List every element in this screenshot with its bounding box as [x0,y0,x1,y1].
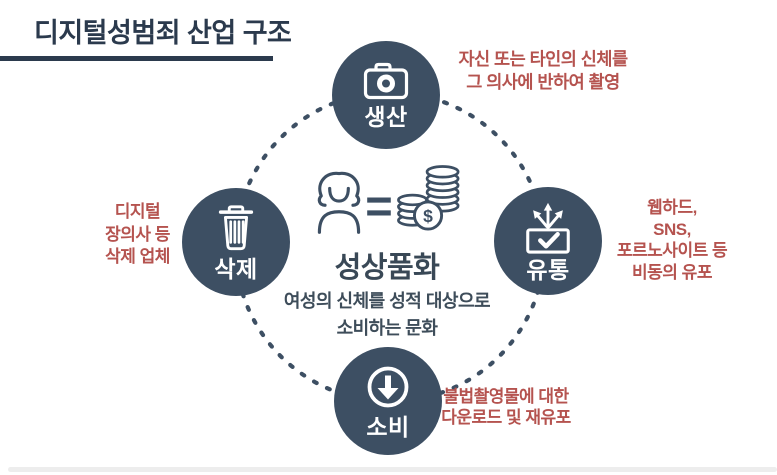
consumption-annotation-line1: 불법촬영물에 대한 [443,387,569,406]
consumption-annotation-line2: 다운로드 및 재유포 [441,407,571,427]
share-arrows-box-icon [519,200,577,254]
equals-sign: = [365,179,393,232]
deletion-annotation-line3: 삭제 업체 [105,247,170,266]
node-distribution-label: 유통 [526,257,570,283]
woman-icon [309,167,369,241]
distribution-annotation-line1: 웹하드, [647,198,697,217]
production-annotation: 자신 또는 타인의 신체를 그 의사에 반하여 촬영 [418,48,668,94]
distribution-annotation-line3: 포르노사이트 등 [616,241,728,260]
center-description-line1: 여성의 신체를 성적 대상으로 [283,291,491,311]
camera-icon [363,61,409,101]
node-distribution: 유통 [494,187,602,295]
title-underline [0,56,273,61]
dollar-symbol: $ [423,206,433,226]
production-annotation-line1: 자신 또는 타인의 신체를 [458,49,628,69]
node-consumption-label: 소비 [366,414,410,440]
center-description-line2: 소비하는 문화 [336,318,438,338]
node-production: 생산 [332,41,440,149]
bottom-divider-bar [8,467,777,472]
deletion-annotation: 디지털 장의사 등 삭제 업체 [60,201,215,269]
distribution-annotation-line4: 비동의 유포 [632,262,712,282]
production-annotation-line2: 그 의사에 반하여 촬영 [466,72,620,92]
node-deletion: 삭제 [182,188,290,296]
deletion-annotation-line1: 디지털 [114,202,161,221]
center-heading: 성상품화 [334,252,440,284]
page-title: 디지털성범죄 산업 구조 [34,18,292,48]
node-deletion-label: 삭제 [214,256,258,282]
deletion-annotation-line2: 장의사 등 [105,224,170,244]
distribution-annotation: 웹하드, SNS, 포르노사이트 등 비동의 유포 [582,197,762,283]
consumption-annotation: 불법촬영물에 대한 다운로드 및 재유포 [406,387,606,428]
distribution-annotation-line2: SNS, [653,219,691,239]
node-consumption: 소비 [334,347,442,455]
download-circle-icon [364,363,412,411]
trash-icon [214,203,258,253]
coin-stack-dollar-icon: $ [396,163,462,240]
node-production-label: 생산 [364,104,408,130]
